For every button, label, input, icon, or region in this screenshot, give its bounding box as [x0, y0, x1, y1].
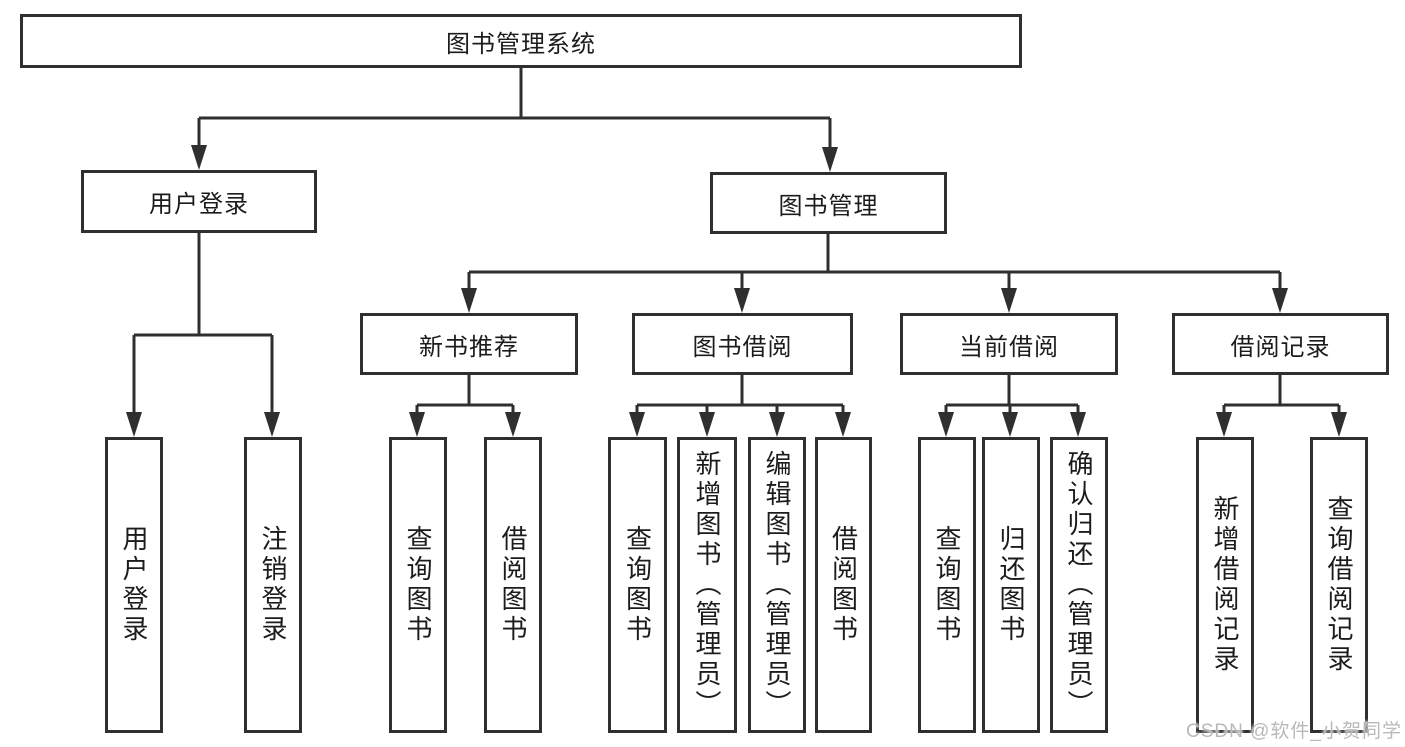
- node-user-login-group: 用户登录: [81, 170, 317, 233]
- leaf-query-book-current: 查询图书: [918, 437, 976, 733]
- leaf-add-borrow-record-label: 新增借阅记录: [1210, 495, 1240, 675]
- leaf-logout-label: 注销登录: [258, 525, 288, 645]
- connector-elbows: [132, 68, 1341, 413]
- node-borrowing-records: 借阅记录: [1172, 313, 1389, 375]
- leaf-confirm-return-admin-label: 确认归还（管理员）: [1064, 450, 1094, 720]
- leaf-user-login: 用户登录: [105, 437, 163, 733]
- leaf-edit-book-admin-label: 编辑图书（管理员）: [762, 450, 792, 720]
- leaf-query-book-current-label: 查询图书: [932, 525, 962, 645]
- leaf-query-book-borrow: 查询图书: [608, 437, 667, 733]
- leaf-add-borrow-record: 新增借阅记录: [1196, 437, 1254, 733]
- leaf-confirm-return-admin: 确认归还（管理员）: [1050, 437, 1108, 733]
- arrowheads: [126, 145, 1347, 437]
- leaf-query-borrow-record: 查询借阅记录: [1310, 437, 1368, 733]
- leaf-borrow-book-borrow-label: 借阅图书: [828, 525, 859, 645]
- node-current-borrowing: 当前借阅: [900, 313, 1118, 375]
- node-book-management: 图书管理: [710, 172, 947, 234]
- leaf-borrow-book-borrow: 借阅图书: [815, 437, 872, 733]
- leaf-query-book-recommend: 查询图书: [389, 437, 447, 733]
- leaf-borrow-book-recommend: 借阅图书: [484, 437, 542, 733]
- leaf-user-login-label: 用户登录: [119, 525, 149, 645]
- leaf-return-book-label: 归还图书: [996, 525, 1026, 645]
- leaf-query-borrow-record-label: 查询借阅记录: [1324, 495, 1354, 675]
- node-book-borrowing: 图书借阅: [632, 313, 853, 375]
- leaf-logout: 注销登录: [244, 437, 302, 733]
- leaf-query-book-recommend-label: 查询图书: [403, 525, 433, 645]
- node-system-root: 图书管理系统: [20, 14, 1022, 68]
- leaf-add-book-admin: 新增图书（管理员）: [677, 437, 737, 733]
- leaf-borrow-book-recommend-label: 借阅图书: [498, 525, 528, 645]
- watermark: CSDN @软件_小贺同学: [1186, 721, 1402, 742]
- node-new-book-recommend: 新书推荐: [360, 313, 578, 375]
- leaf-query-book-borrow-label: 查询图书: [622, 525, 653, 645]
- leaf-return-book: 归还图书: [982, 437, 1040, 733]
- leaf-add-book-admin-label: 新增图书（管理员）: [692, 450, 722, 720]
- leaf-edit-book-admin: 编辑图书（管理员）: [748, 437, 806, 733]
